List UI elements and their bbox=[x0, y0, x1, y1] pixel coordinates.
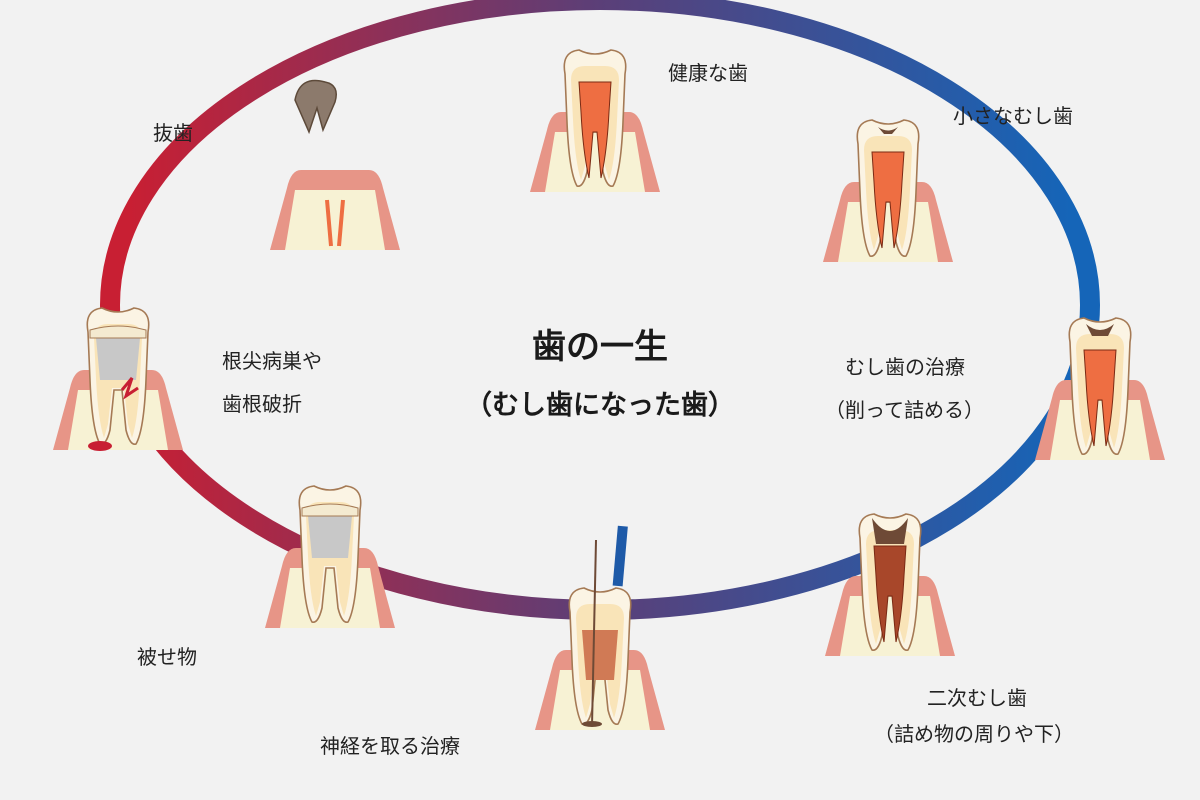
stage-label-extraction: 抜歯 bbox=[153, 121, 193, 145]
crown-tooth-icon bbox=[265, 485, 395, 628]
extraction-tooth-icon bbox=[270, 79, 400, 250]
healthy-tooth-icon bbox=[530, 49, 660, 192]
stage-label-root-canal: 神経を取る治療 bbox=[320, 734, 460, 758]
stage-label-healthy: 健康な歯 bbox=[668, 61, 748, 85]
stage-note-filling: （削って詰める） bbox=[825, 398, 984, 422]
diagram-title: 歯の一生 bbox=[532, 327, 668, 367]
stage-label-periapical: 根尖病巣や bbox=[222, 349, 322, 373]
stage-label-secondary-cavity: 二次むし歯 bbox=[927, 686, 1027, 710]
root-canal-tooth-icon bbox=[535, 525, 665, 730]
stage-note-periapical: 歯根破折 bbox=[222, 392, 302, 416]
small-cavity-tooth-icon bbox=[823, 119, 953, 262]
root-fracture-tooth-icon bbox=[53, 307, 183, 451]
stage-label-small-cavity: 小さなむし歯 bbox=[953, 104, 1073, 128]
stage-label-filling: むし歯の治療 bbox=[845, 355, 965, 379]
filling-treatment-tooth-icon bbox=[1035, 317, 1165, 460]
secondary-cavity-tooth-icon bbox=[825, 513, 955, 656]
stage-note-secondary-cavity: （詰め物の周りや下） bbox=[874, 722, 1074, 746]
diagram-subtitle: （むし歯になった歯） bbox=[465, 390, 735, 421]
stage-label-crown: 被せ物 bbox=[137, 645, 197, 669]
